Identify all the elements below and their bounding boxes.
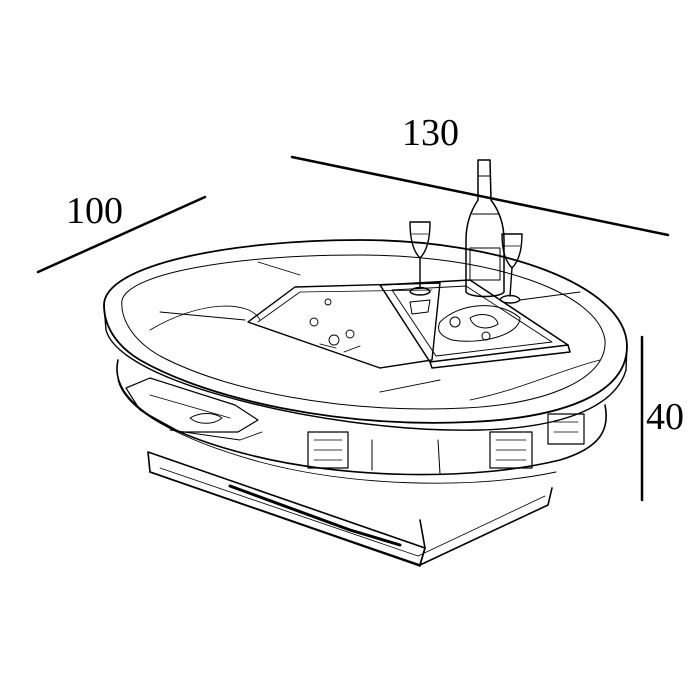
champagne-glass-right: [499, 233, 523, 304]
table-base: [147, 451, 553, 567]
depth-dimension-line: [36, 195, 207, 274]
width-dimension-label: 130: [402, 112, 459, 154]
table-top: [103, 239, 628, 431]
glass-inset: [247, 282, 441, 369]
snack-plate: [409, 299, 521, 342]
serving-tray: [379, 279, 571, 369]
depth-dimension-label: 100: [66, 190, 123, 232]
height-dimension-label: 40: [646, 396, 684, 438]
width-dimension-line: [290, 155, 670, 237]
champagne-bottle: [465, 159, 505, 298]
lower-shelf: [116, 359, 607, 484]
carved-medallions: [307, 413, 585, 475]
champagne-glass-left: [409, 221, 431, 296]
